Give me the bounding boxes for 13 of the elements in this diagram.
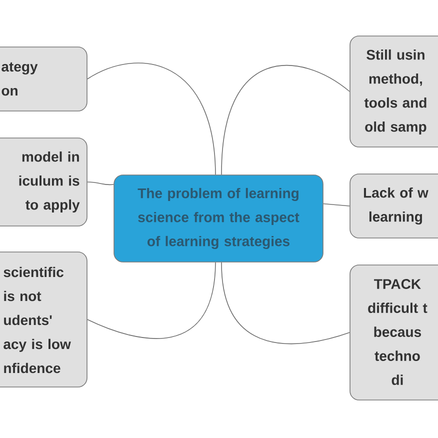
subtopic-box: Lack of w learning: [350, 174, 438, 238]
connector-line: [323, 203, 350, 206]
connector-line: [221, 262, 350, 344]
connector-line: [221, 65, 350, 175]
subtopic-box: ategy on: [0, 46, 88, 112]
connector-line: [87, 182, 114, 186]
subtopic-box: Still usin method, tools and old samp: [350, 36, 438, 148]
connector-line: [87, 262, 216, 339]
connector-line: [87, 62, 216, 175]
subtopic-box: model in iculum is to apply: [0, 138, 88, 226]
subtopic-box: TPACK difficult t becaus techno di: [350, 264, 438, 400]
central-topic-box: The problem of learning science from the aspect of learning strategies: [114, 174, 324, 262]
subtopic-box: scientific is not udents' acy is low nfidence: [0, 252, 88, 388]
